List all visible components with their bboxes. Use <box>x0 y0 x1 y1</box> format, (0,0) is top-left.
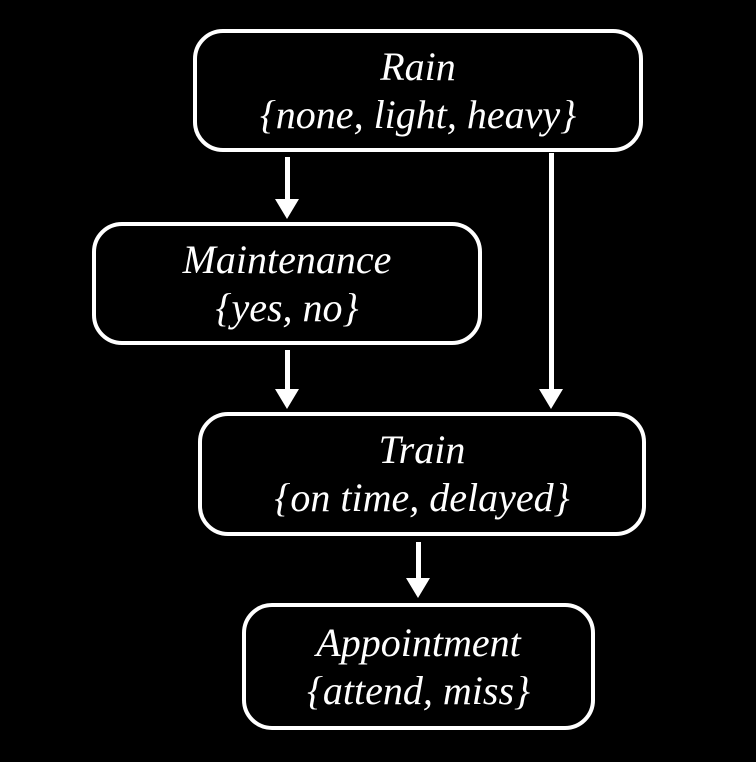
edge-maintenance-train <box>275 350 299 409</box>
arrow-head-icon <box>275 389 299 409</box>
edge-train-appointment-stem <box>415 542 421 578</box>
node-appointment-label: Appointment <box>316 619 521 665</box>
node-train-label: Train <box>378 427 466 472</box>
edge-train-appointment <box>406 542 430 598</box>
node-train-domain: {on time, delayed} <box>274 475 570 520</box>
node-maintenance: Maintenance {yes, no} <box>92 222 482 345</box>
node-maintenance-label: Maintenance <box>182 236 392 282</box>
node-rain-label: Rain <box>380 43 456 89</box>
node-maintenance-domain: {yes, no} <box>215 284 359 330</box>
arrow-head-icon <box>539 389 563 409</box>
node-rain-domain: {none, light, heavy} <box>259 91 577 137</box>
edge-rain-train-stem <box>548 153 554 389</box>
node-train: Train {on time, delayed} <box>198 412 646 536</box>
edge-rain-maintenance-stem <box>284 157 290 199</box>
arrow-head-icon <box>275 199 299 219</box>
node-appointment: Appointment {attend, miss} <box>242 603 595 730</box>
edge-maintenance-train-stem <box>284 350 290 389</box>
edge-rain-train <box>539 153 563 409</box>
node-appointment-domain: {attend, miss} <box>306 667 531 713</box>
edge-rain-maintenance <box>275 157 299 219</box>
arrow-head-icon <box>406 578 430 598</box>
node-rain: Rain {none, light, heavy} <box>193 29 643 152</box>
